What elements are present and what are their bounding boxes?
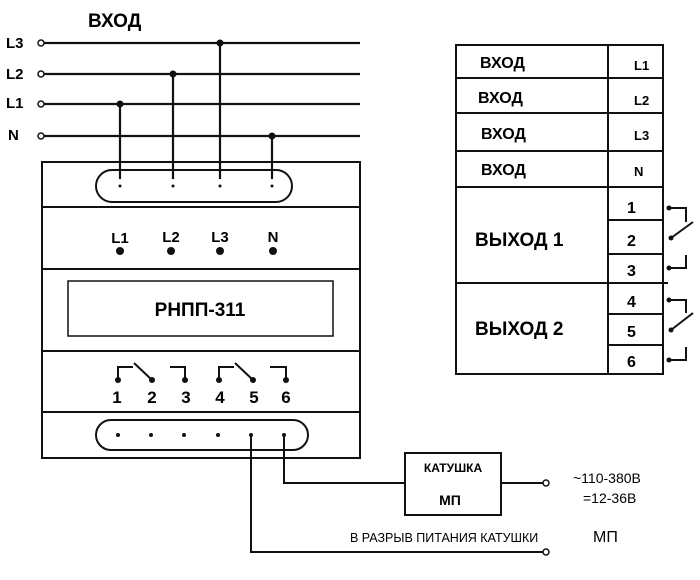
table-terminal-l1: L1 [634, 58, 649, 73]
table-terminal-4: 4 [627, 294, 636, 311]
relay-contact-symbols [117, 362, 287, 381]
output-number-3: 3 [181, 388, 190, 407]
terminal-label-l1: L1 [111, 230, 129, 247]
wire-terminal-6-to-coil [283, 435, 405, 484]
bus-terminal-n [37, 132, 45, 140]
table-input-label-2: ВХОД [478, 90, 523, 107]
table-terminal-n: N [634, 164, 643, 179]
table-input-label-1: ВХОД [480, 55, 525, 72]
supply-terminal [542, 479, 550, 487]
coil-sublabel: МП [439, 492, 461, 508]
terminal-table [455, 44, 668, 375]
table-terminal-l3: L3 [634, 128, 649, 143]
table-input-label-4: ВХОД [481, 162, 526, 179]
table-terminal-2: 2 [627, 233, 636, 250]
break-note-suffix: МП [593, 529, 618, 546]
terminal-label-n: N [268, 229, 279, 246]
bus-terminal-l2 [37, 70, 45, 78]
device-display-text: РНПП-311 [155, 300, 246, 321]
table-output-2-label: ВЫХОД 2 [475, 319, 563, 340]
output-number-2: 2 [147, 388, 156, 407]
break-note: В РАЗРЫВ ПИТАНИЯ КАТУШКИ [350, 531, 538, 545]
terminal-label-l2: L2 [162, 229, 180, 246]
output-number-1: 1 [112, 388, 121, 407]
table-input-label-3: ВХОД [481, 126, 526, 143]
supply-ac-label: ~110-380В [573, 470, 641, 486]
bus-terminal-l1 [37, 100, 45, 108]
table-terminal-1: 1 [627, 200, 636, 217]
output-number-6: 6 [281, 388, 290, 407]
table-relay-symbols [669, 207, 694, 361]
supply-dc-label: =12-36В [583, 490, 636, 506]
coil-label: КАТУШКА [424, 461, 483, 475]
input-screws [113, 179, 279, 193]
bus-label-l2: L2 [6, 66, 24, 83]
wire-terminal-5-break [250, 435, 545, 553]
input-terminal-block [95, 169, 293, 203]
device-rnpp-311 [41, 161, 361, 459]
display-window [67, 280, 334, 337]
table-output-1-label: ВЫХОД 1 [475, 230, 564, 251]
bus-label-n: N [8, 127, 19, 144]
break-terminal [542, 548, 550, 556]
input-title: ВХОД [88, 11, 142, 32]
output-terminal-block [95, 419, 309, 451]
output-number-4: 4 [215, 388, 225, 407]
output-screws [111, 428, 291, 442]
output-number-5: 5 [249, 388, 258, 407]
bus-label-l1: L1 [6, 95, 24, 112]
terminal-label-l3: L3 [211, 229, 229, 246]
bus-terminal-l3 [37, 39, 45, 47]
bus-label-l3: L3 [6, 35, 24, 52]
table-terminal-5: 5 [627, 324, 636, 341]
table-terminal-3: 3 [627, 263, 636, 280]
table-terminal-l2: L2 [634, 93, 649, 108]
table-terminal-6: 6 [627, 354, 636, 371]
